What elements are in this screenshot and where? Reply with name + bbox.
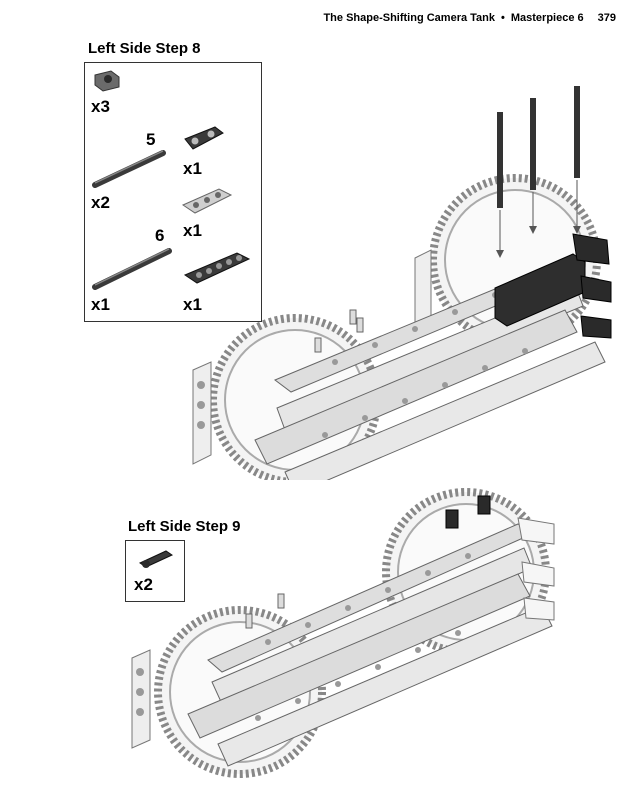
qty-black-connector: x1 <box>183 159 202 178</box>
step9-parts-box: x2 <box>125 540 185 602</box>
axle-5-icon <box>92 150 166 188</box>
black-beam-5-icon <box>183 252 251 284</box>
qty-black-pin: x2 <box>134 575 153 594</box>
pin-connector-icon <box>94 70 120 92</box>
axle-6-icon <box>92 248 172 290</box>
qty-beam-3: x1 <box>183 221 202 240</box>
qty-black-beam-5: x1 <box>183 295 202 314</box>
step8-assembly-illustration <box>192 86 612 480</box>
step8-parts-box: x3 5 x2 x1 x1 6 x1 x1 <box>84 62 262 322</box>
qty-axle-5: x2 <box>91 193 110 212</box>
step8-title: Left Side Step 8 <box>88 40 201 57</box>
axle-5-length: 5 <box>146 130 156 149</box>
axle-6-length: 6 <box>155 226 165 245</box>
qty-pin-connector: x3 <box>91 97 110 116</box>
black-pin-icon <box>138 550 174 568</box>
page-number: 379 <box>597 12 616 24</box>
book-title: The Shape-Shifting Camera Tank <box>323 12 496 24</box>
page-header: The Shape-Shifting Camera Tank • Masterpie… <box>323 12 616 24</box>
step9-title: Left Side Step 9 <box>128 518 241 535</box>
beam-3-icon <box>181 188 233 214</box>
black-connector-beam-icon <box>184 126 224 150</box>
step9-assembly-illustration <box>131 488 555 778</box>
section-title: Masterpiece 6 <box>510 12 584 24</box>
qty-axle-6: x1 <box>91 295 110 314</box>
header-separator: • <box>501 12 505 24</box>
